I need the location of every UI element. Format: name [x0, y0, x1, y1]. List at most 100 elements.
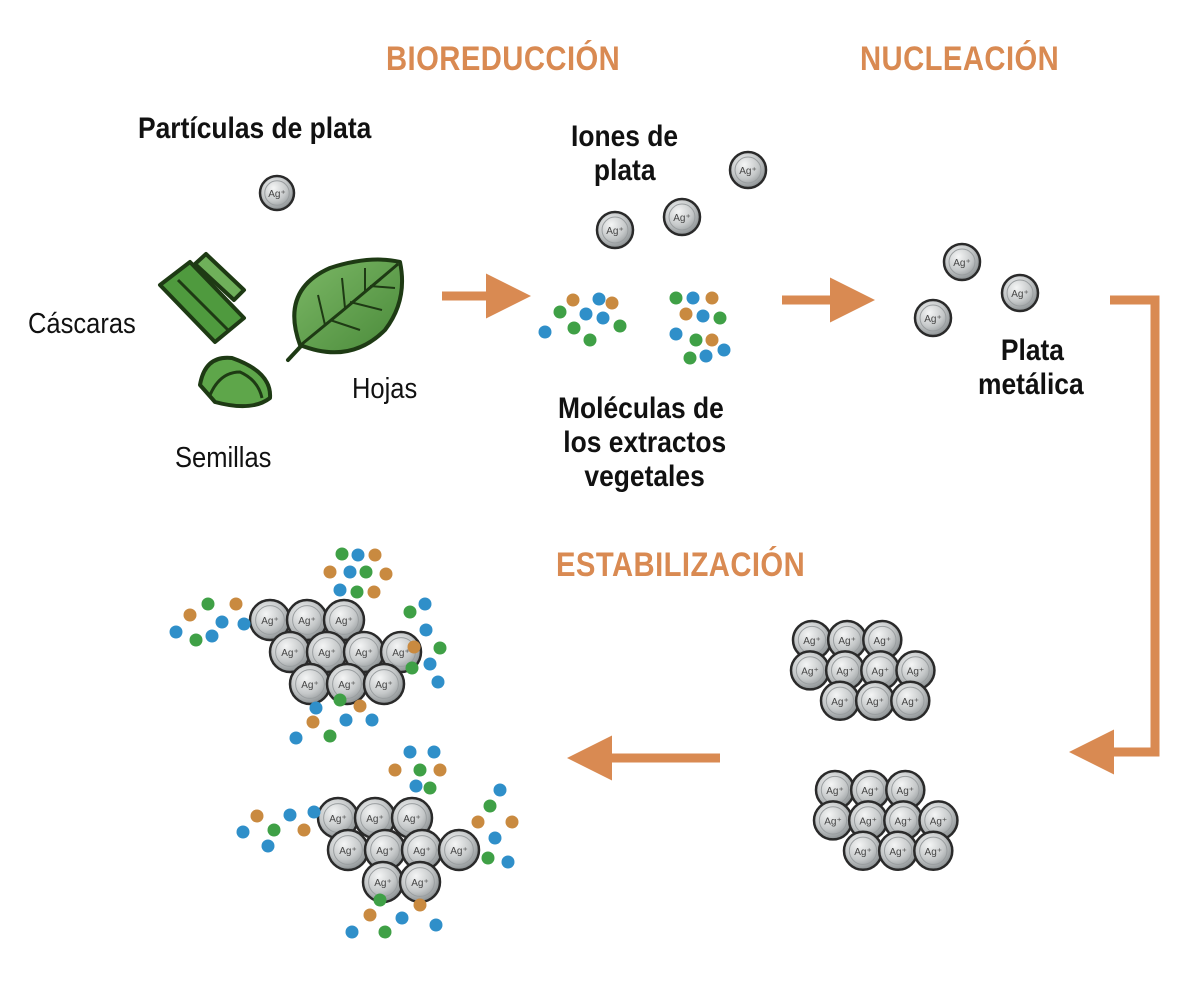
molecule-atom: [433, 641, 447, 655]
molecule-atom: [359, 565, 373, 579]
molecule-atom: [481, 851, 495, 865]
label-hojas: Hojas: [352, 373, 418, 405]
ag-symbol: Ag⁺: [874, 636, 892, 647]
silver-cluster-particle: Ag⁺: [913, 830, 954, 872]
ag-symbol: Ag⁺: [902, 697, 920, 708]
label-moleculas-line2: los extractos: [563, 426, 727, 459]
silver-ion-icon: Ag⁺: [1000, 273, 1040, 313]
molecule-atom: [309, 701, 323, 715]
molecule-atom: [368, 548, 382, 562]
molecule-atom: [669, 291, 683, 305]
ag-symbol: Ag⁺: [836, 666, 854, 677]
silver-cluster-particle: Ag⁺: [890, 680, 931, 722]
silver-cluster-particle: Ag⁺: [437, 828, 481, 872]
label-plata-line1: Plata: [1000, 334, 1064, 367]
ag-symbol: Ag⁺: [895, 816, 913, 827]
ag-symbol: Ag⁺: [854, 847, 872, 858]
molecule-atom: [379, 567, 393, 581]
ag-symbol: Ag⁺: [924, 314, 942, 325]
molecule-atom: [419, 623, 433, 637]
ag-symbol: Ag⁺: [866, 697, 884, 708]
ag-symbol: Ag⁺: [1011, 289, 1029, 300]
molecule-atom: [407, 640, 421, 654]
molecule-atom: [237, 617, 251, 631]
molecule-atom: [345, 925, 359, 939]
silver-cluster-particle: Ag⁺: [877, 830, 919, 872]
molecule-atom: [339, 713, 353, 727]
ag-symbol: Ag⁺: [298, 616, 316, 627]
molecule-atom: [323, 729, 337, 743]
molecule-atom: [689, 333, 703, 347]
ag-symbol: Ag⁺: [826, 786, 844, 797]
stage-title-nucleacion: NUCLEACIÓN: [860, 40, 1060, 78]
molecule-atom: [579, 307, 593, 321]
molecule-atom: [367, 585, 381, 599]
molecule-atom: [236, 825, 250, 839]
molecule-atom: [471, 815, 485, 829]
label-particulas: Partículas de plata: [138, 112, 372, 145]
silver-cluster-particle: Ag⁺: [819, 680, 861, 722]
molecule-atom: [353, 699, 367, 713]
molecule-atom: [323, 565, 337, 579]
ag-symbol: Ag⁺: [824, 816, 842, 827]
silver-cluster-particle: Ag⁺: [390, 796, 434, 840]
label-plata-line2: metálica: [978, 368, 1084, 401]
molecule-atom: [501, 855, 515, 869]
ag-symbol: Ag⁺: [925, 847, 943, 858]
molecule-atom: [418, 597, 432, 611]
molecule-atom: [403, 745, 417, 759]
ag-symbol: Ag⁺: [376, 846, 394, 857]
molecule-atom: [413, 763, 427, 777]
silver-ion-icon: Ag⁺: [942, 242, 982, 282]
silver-cluster-particle: Ag⁺: [398, 860, 442, 904]
molecule-atom: [205, 629, 219, 643]
ag-symbol: Ag⁺: [301, 680, 319, 691]
molecule-atom: [427, 745, 441, 759]
ag-symbol: Ag⁺: [872, 666, 890, 677]
molecule-atom: [566, 293, 580, 307]
molecule-atom: [567, 321, 581, 335]
molecule-atom: [395, 911, 409, 925]
ag-symbol: Ag⁺: [897, 786, 915, 797]
molecule-atom: [431, 675, 445, 689]
molecule-atom: [669, 327, 683, 341]
label-moleculas-line3: vegetales: [584, 460, 705, 493]
molecule-atom: [433, 763, 447, 777]
molecule-atom: [333, 583, 347, 597]
molecule-atom: [538, 325, 552, 339]
ag-symbol: Ag⁺: [838, 636, 856, 647]
silver-cluster-particle: Ag⁺: [824, 650, 866, 691]
molecule-atom: [405, 661, 419, 675]
molecule-atom: [289, 731, 303, 745]
silver-cluster-particle: Ag⁺: [288, 662, 332, 706]
silver-cluster-particle: Ag⁺: [362, 662, 406, 706]
ag-symbol: Ag⁺: [673, 213, 691, 224]
ag-symbol: Ag⁺: [606, 226, 624, 237]
ag-symbol: Ag⁺: [801, 666, 819, 677]
label-semillas: Semillas: [175, 442, 272, 474]
molecule-atom: [553, 305, 567, 319]
molecule-atom: [423, 781, 437, 795]
cascaras-icon: [158, 252, 246, 344]
ag-symbol: Ag⁺: [889, 847, 907, 858]
silver-ion-icon: Ag⁺: [258, 174, 296, 212]
molecule-atom: [201, 597, 215, 611]
molecule-atom: [423, 657, 437, 671]
molecule-atom: [409, 779, 423, 793]
molecule-atom: [229, 597, 243, 611]
molecule-atom: [363, 908, 377, 922]
molecule-atom: [350, 585, 364, 599]
molecule-atom: [713, 311, 727, 325]
ag-symbol: Ag⁺: [374, 878, 392, 889]
molecule-atom: [592, 292, 606, 306]
molecule-atom: [483, 799, 497, 813]
molecule-atom: [403, 605, 417, 619]
molecule-atom: [307, 805, 321, 819]
ag-symbol: Ag⁺: [413, 846, 431, 857]
molecule-atom: [365, 713, 379, 727]
label-cascaras: Cáscaras: [28, 308, 136, 340]
silver-cluster-particle: Ag⁺: [316, 796, 360, 840]
silver-cluster-particle: Ag⁺: [325, 662, 369, 706]
silver-ion-icon: Ag⁺: [913, 298, 953, 338]
